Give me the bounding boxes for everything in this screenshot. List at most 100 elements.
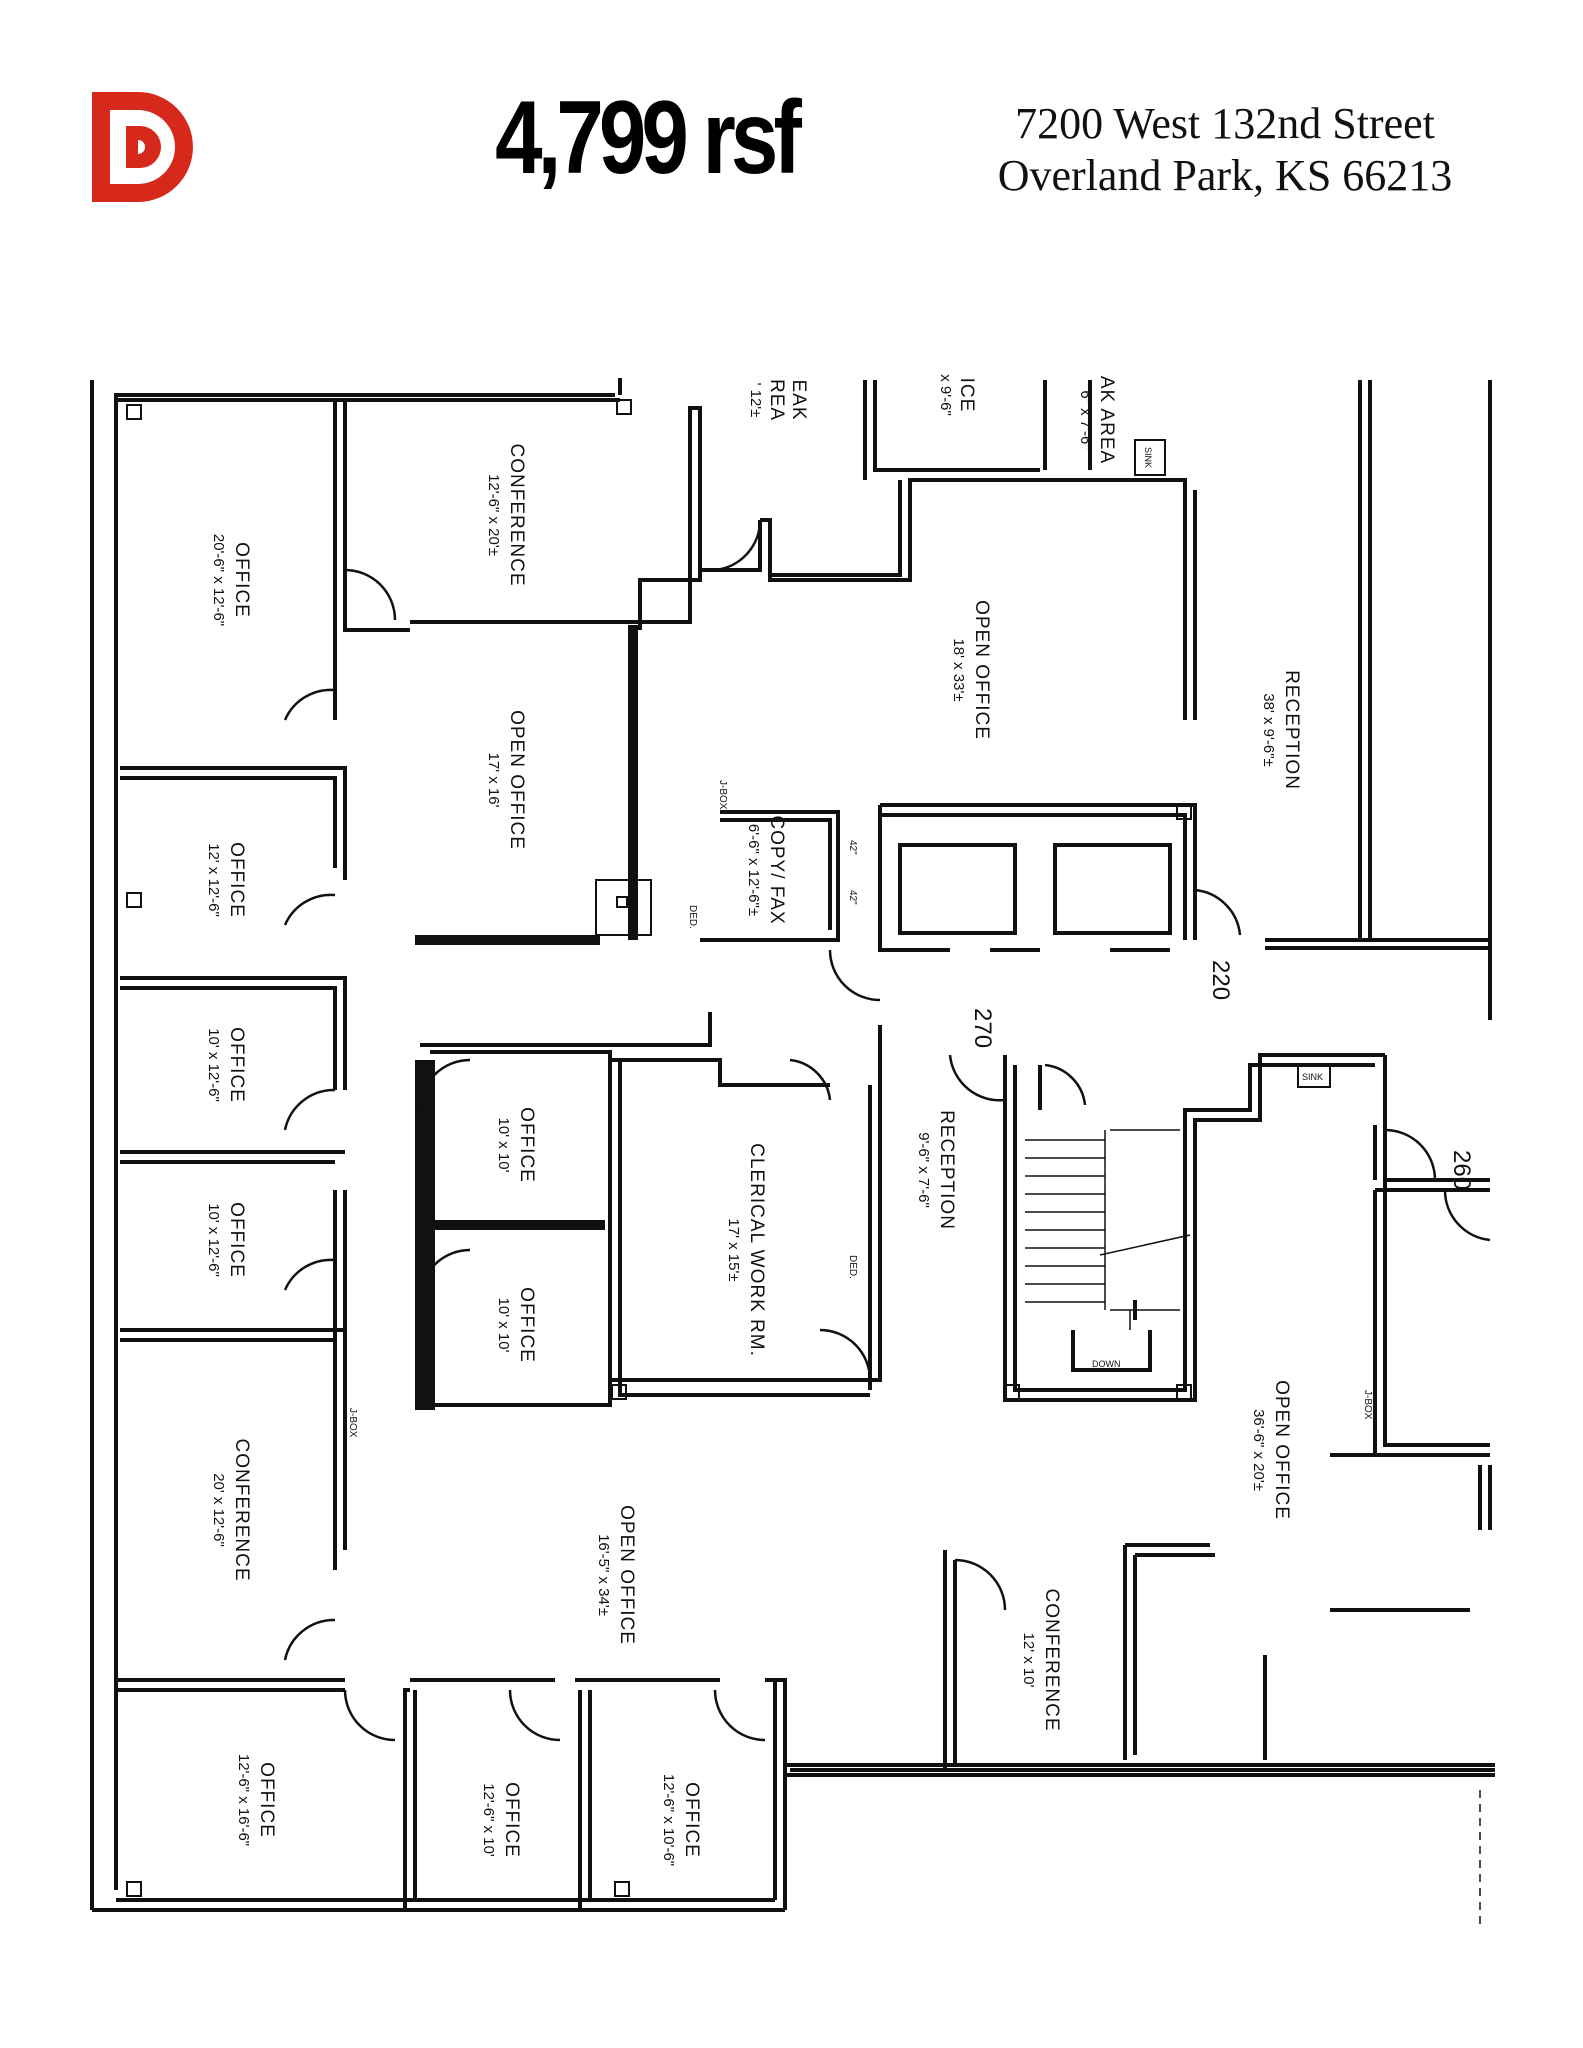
plan-label: 6" x 7'-6" [1077, 390, 1094, 449]
plan-label: OFFICE [501, 1782, 522, 1858]
plan-label: EAK [788, 379, 809, 420]
room-office-8: OFFICE 12'-6" x 10' [480, 1782, 522, 1858]
plan-label: CLERICAL WORK RM. [746, 1143, 767, 1357]
room-office-9: OFFICE 12'-6" x 10'-6" [660, 1774, 702, 1866]
plan-label: 10' x 12'-6" [205, 1028, 222, 1102]
company-logo [92, 92, 193, 202]
plan-label: REA [766, 379, 787, 421]
plan-label: OPEN OFFICE [971, 600, 992, 740]
plan-label: 12'-6" x 10' [480, 1783, 497, 1857]
plan-label: OFFICE [681, 1782, 702, 1858]
doors [283, 519, 1491, 1742]
plan-label: 12'-6" x 20'± [485, 474, 502, 556]
plan-label: COPY/ FAX [766, 815, 787, 924]
plan-label: OPEN OFFICE [616, 1505, 637, 1645]
room-office-6: OFFICE 10' x 10' [495, 1287, 537, 1363]
room-office-4: OFFICE 10' x 12'-6" [205, 1202, 247, 1278]
plan-label: CONFERENCE [231, 1438, 252, 1581]
column-icon [126, 1881, 142, 1897]
stair-down-label: DOWN [1092, 1359, 1121, 1369]
column-icon [126, 404, 142, 420]
room-reception-1: RECEPTION 38' x 9'-6"± [1260, 670, 1302, 790]
plan-label: x 9'-6" [937, 374, 954, 416]
jbox-label: J-BOX [1362, 1390, 1373, 1420]
plan-label: SINK [1302, 1072, 1323, 1082]
walls [90, 378, 1495, 1930]
room-office-1: OFFICE 20'-6" x 12'-6" [210, 534, 252, 626]
jbox-label: J-BOX [347, 1408, 358, 1438]
rentable-area-title: 4,799 rsf [495, 80, 802, 196]
plan-label: SINK [1143, 447, 1153, 468]
room-conference-1: CONFERENCE 12'-6" x 20'± [485, 443, 527, 586]
plan-label: ' 12'± [747, 383, 764, 418]
plan-label: 16'-5" x 34'± [595, 1534, 612, 1616]
room-name: OFFICE [231, 542, 252, 618]
room-open-office-1: OPEN OFFICE 17' x 16' [485, 710, 527, 850]
column-icon [611, 1384, 627, 1400]
room-dims: 20'-6" x 12'-6" [210, 534, 227, 626]
plan-label: OFFICE [226, 1027, 247, 1103]
header: 4,799 rsf 7200 West 132nd Street Overlan… [0, 0, 1583, 260]
suite-270: 270 [969, 1008, 996, 1048]
suite-220: 220 [1207, 960, 1234, 1000]
room-open-office-3: OPEN OFFICE 16'-5" x 34'± [595, 1505, 637, 1645]
plan-label: RECEPTION [1281, 670, 1302, 790]
room-conference-3: CONFERENCE 12' x 10' [1020, 1588, 1062, 1731]
plan-label: 9'-6" x 7'-6" [915, 1132, 932, 1208]
room-open-office-4: OPEN OFFICE 36'-6" x 20'± [1250, 1380, 1292, 1520]
column-icon [1004, 1384, 1020, 1400]
jbox-label: J-BOX [717, 780, 728, 810]
plan-label: OPEN OFFICE [506, 710, 527, 850]
plan-label: 6'-6" x 12'-6"± [745, 824, 762, 916]
column-icon [595, 879, 652, 936]
plan-label: CONFERENCE [506, 443, 527, 586]
room-office-2: OFFICE 12' x 12'-6" [205, 842, 247, 918]
column-icon [614, 1881, 630, 1897]
plan-label: 17' x 15'± [725, 1218, 742, 1281]
plan-label: OFFICE [226, 1202, 247, 1278]
plan-label: 10' x 10' [495, 1118, 512, 1173]
sink-icon [1297, 1064, 1331, 1088]
column-icon [1176, 1384, 1192, 1400]
address-line-1: 7200 West 132nd Street [1015, 99, 1435, 148]
plan-label: OFFICE [256, 1762, 277, 1838]
column-icon [1176, 804, 1192, 820]
plan-label: 10' x 12'-6" [205, 1203, 222, 1277]
logo-d-outer [92, 92, 193, 202]
plan-label: CONFERENCE [1041, 1588, 1062, 1731]
sink-icon [1134, 439, 1166, 476]
plan-label: OFFICE [226, 842, 247, 918]
column-icon [616, 399, 632, 415]
room-clerical: CLERICAL WORK RM. 17' x 15'± [725, 1143, 767, 1357]
ded-label: DED. [847, 1255, 858, 1279]
plan-label: OFFICE [516, 1107, 537, 1183]
ded-label: DED. [687, 905, 698, 929]
plan-label: 20' x 12'-6" [210, 1473, 227, 1547]
room-office-3: OFFICE 10' x 12'-6" [205, 1027, 247, 1103]
room-open-office-2: OPEN OFFICE 18' x 33'± [950, 600, 992, 740]
height-label: 42" [847, 840, 858, 855]
plan-label: 18' x 33'± [950, 638, 967, 701]
plan-label: 12' x 12'-6" [205, 843, 222, 917]
room-office-7: OFFICE 12'-6" x 16'-6" [235, 1754, 277, 1846]
fixtures: SINK SINK DOWN J-BOX J-BOX J-BOX DED. DE… [126, 399, 1373, 1897]
plan-label: 12' x 10' [1020, 1633, 1037, 1688]
plan-label: 12'-6" x 10'-6" [660, 1774, 677, 1866]
plan-label: 36'-6" x 20'± [1250, 1409, 1267, 1491]
address-line-2: Overland Park, KS 66213 [997, 151, 1453, 200]
plan-label: ICE [956, 378, 977, 413]
room-reception-2: RECEPTION 9'-6" x 7'-6" [915, 1110, 957, 1230]
plan-label: OFFICE [516, 1287, 537, 1363]
plan-label: 17' x 16' [485, 753, 502, 808]
logo-d-inner [126, 126, 161, 168]
room-labels: OFFICE 20'-6" x 12'-6" CONFERENCE 12'-6"… [205, 374, 1302, 1866]
plan-label: 10' x 10' [495, 1298, 512, 1353]
column-icon [126, 892, 142, 908]
address: 7200 West 132nd Street Overland Park, KS… [965, 98, 1485, 202]
plan-label: RECEPTION [936, 1110, 957, 1230]
suite-numbers: 220 270 260 [969, 960, 1475, 1190]
room-office-5: OFFICE 10' x 10' [495, 1107, 537, 1183]
stair-treads [1025, 1129, 1191, 1330]
room-conference-2: CONFERENCE 20' x 12'-6" [210, 1438, 252, 1581]
partial-break-area-label: AK AREA 6" x 7'-6" [1077, 376, 1117, 464]
